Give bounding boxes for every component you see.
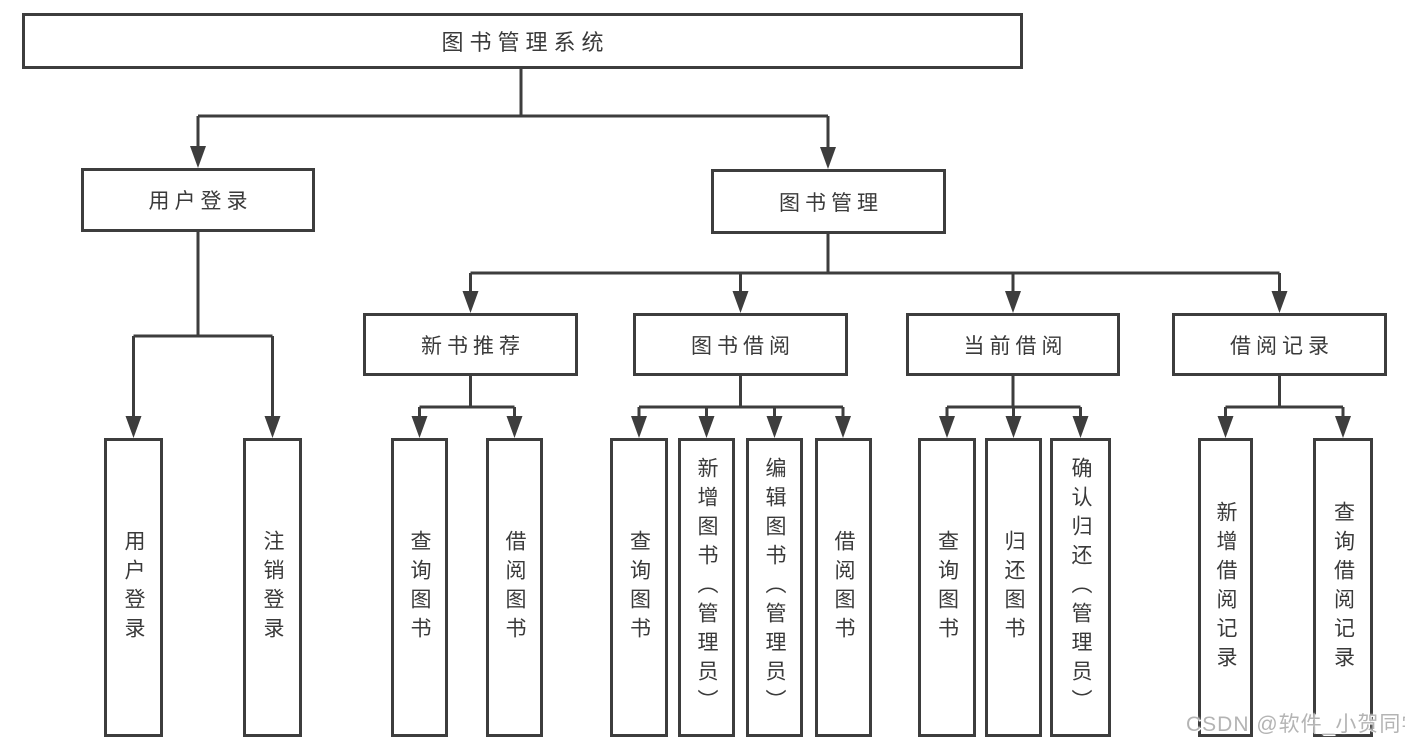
leaf-query-books-borrow: 查询图书 [610, 438, 668, 737]
edge-root-to-level2 [190, 69, 836, 169]
leaf-confirm-return-admin: 确认归还（管理员） [1050, 438, 1111, 737]
leaf-edit-books-admin: 编辑图书（管理员） [746, 438, 803, 737]
node-new-book-recommend: 新书推荐 [363, 313, 578, 376]
leaf-query-borrow-record: 查询借阅记录 [1313, 438, 1373, 737]
edge-new-book-recommend-children [411, 376, 523, 438]
node-user-login: 用户登录 [81, 168, 315, 232]
leaf-add-borrow-record: 新增借阅记录 [1198, 438, 1253, 737]
node-root: 图书管理系统 [22, 13, 1023, 69]
node-borrow-records: 借阅记录 [1172, 313, 1387, 376]
leaf-query-books-recommend: 查询图书 [391, 438, 448, 737]
leaf-add-books-admin: 新增图书（管理员） [678, 438, 735, 737]
leaf-borrow-books: 借阅图书 [815, 438, 872, 737]
csdn-watermark: CSDN @软件_小贺同学 [1186, 713, 1405, 736]
edge-borrow-records-children [1217, 376, 1351, 438]
leaf-return-books: 归还图书 [985, 438, 1042, 737]
edge-book-management-children [462, 234, 1288, 313]
leaf-logout: 注销登录 [243, 438, 302, 737]
edge-current-borrow-children [939, 376, 1089, 438]
node-book-management: 图书管理 [711, 169, 946, 234]
node-book-borrow: 图书借阅 [633, 313, 848, 376]
leaf-borrow-books-recommend: 借阅图书 [486, 438, 543, 737]
leaf-query-books-current: 查询图书 [918, 438, 976, 737]
leaf-user-login: 用户登录 [104, 438, 163, 737]
edge-book-borrow-children [631, 376, 851, 438]
node-current-borrow: 当前借阅 [906, 313, 1120, 376]
edge-user-login-children [125, 232, 281, 438]
